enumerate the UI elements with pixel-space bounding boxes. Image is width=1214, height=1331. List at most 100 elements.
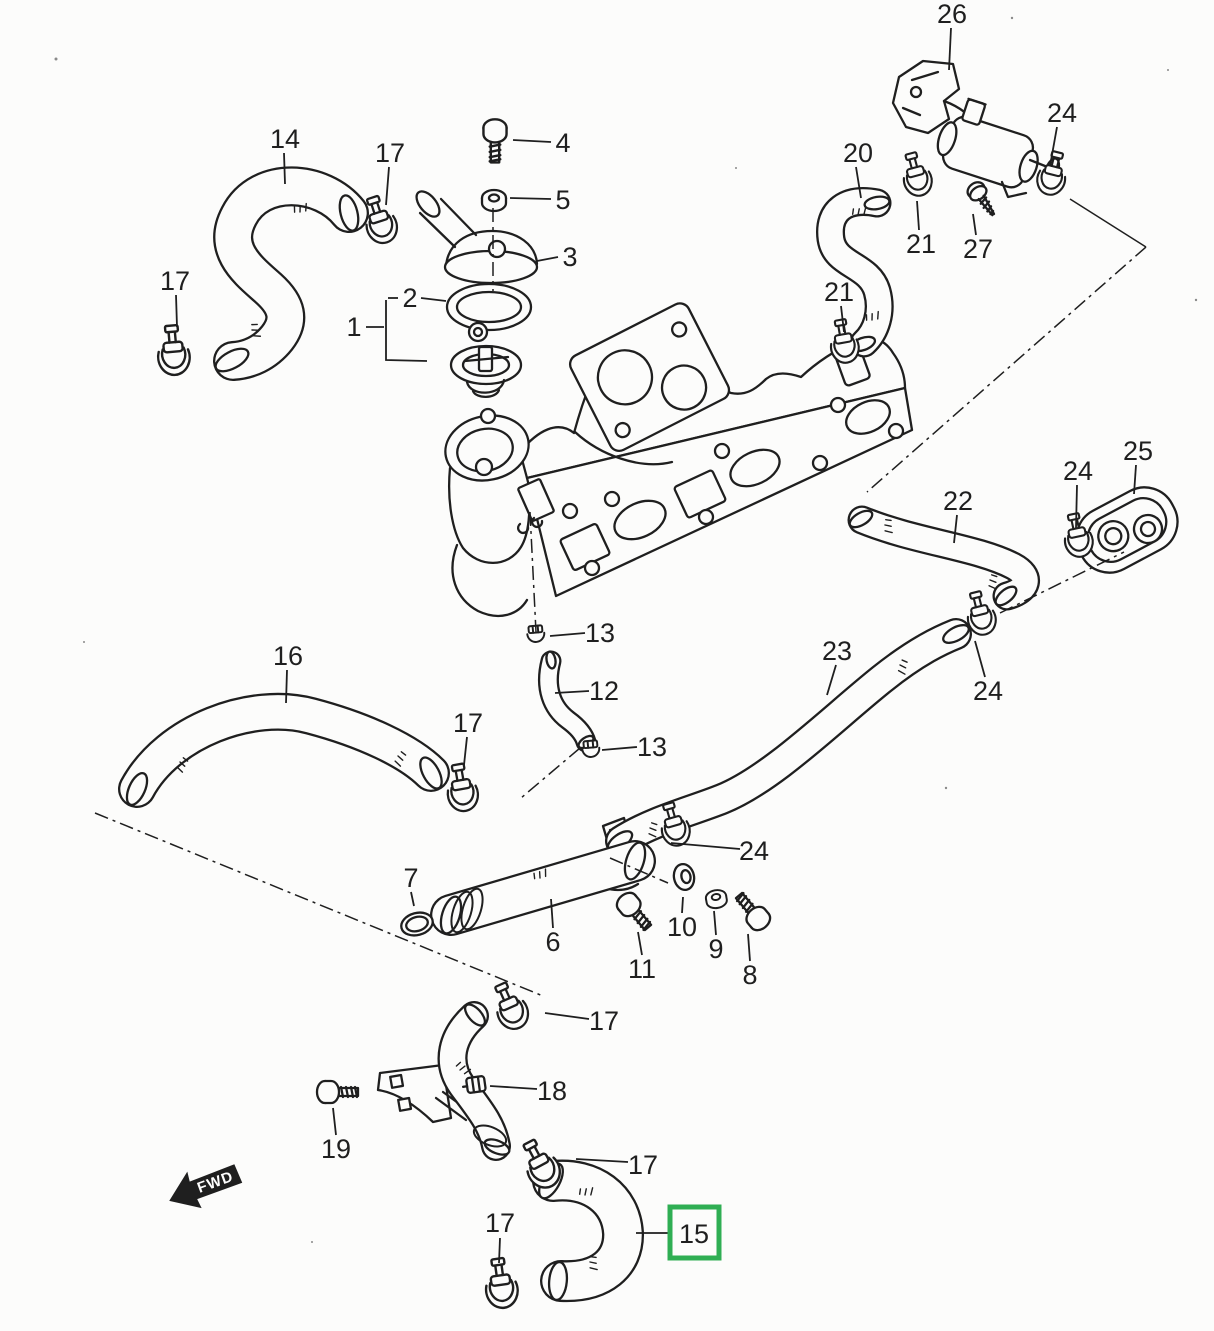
part-label-13: 13 [585,618,615,648]
leader-line [498,1237,501,1264]
hose-23 [605,618,972,857]
leader-line [747,933,751,962]
nut [480,188,508,213]
hose-22 [847,505,1040,611]
part-label-17: 17 [628,1150,658,1180]
part-label-2: 2 [402,283,417,313]
hose-clamp [896,148,937,200]
part-label-24: 24 [1063,456,1093,486]
leader-line [601,746,638,751]
leader-line [332,1107,337,1136]
part-label-5: 5 [555,185,570,215]
leader-line [972,213,977,236]
leader-line [489,1085,538,1090]
leader-line [544,1012,590,1020]
leader-line [953,514,958,544]
part-label-21: 21 [906,229,936,259]
grommet [670,861,698,893]
fwd-arrow: FWD [169,1164,243,1209]
phantom-line [609,857,669,884]
leader-line [1075,484,1078,529]
part-label-17: 17 [485,1208,515,1238]
part-label-26: 26 [937,0,967,29]
projection-line [1069,198,1147,248]
throttle-flange [568,302,731,452]
hose-clip [580,739,601,759]
part-label-1: 1 [346,312,361,342]
part-label-16: 16 [273,641,303,671]
pipe-6 [430,840,656,936]
heater-plate [1075,486,1179,574]
part-label-23: 23 [822,636,852,666]
part-label-24: 24 [1047,98,1077,128]
leader-line [840,305,845,333]
part-label-12: 12 [589,676,619,706]
hoses-and-hardware [118,118,1097,1312]
part-label-13: 13 [637,732,667,762]
hose-clamp [1032,147,1073,199]
phantom-line [520,747,581,799]
part-label-10: 10 [667,912,697,942]
leader-line [512,139,552,143]
part-label-17: 17 [375,138,405,168]
part-label-24: 24 [973,676,1003,706]
gasket [445,282,533,343]
hose-clamp [480,1255,522,1312]
intake-manifold [444,302,914,618]
phantom-lines [94,198,1147,997]
part-label-25: 25 [1123,436,1153,466]
bolt [482,118,508,164]
leader-line [826,664,837,696]
inlet-pipe-bracket [376,1063,478,1124]
part-label-21: 21 [824,277,854,307]
leader-line [536,256,559,262]
part-label-9: 9 [708,934,723,964]
leader-line [948,27,952,71]
leader-line [1133,464,1137,495]
leader-line [285,669,288,704]
leader-line [385,300,428,362]
part-label-17: 17 [160,266,190,296]
inlet-pipe [437,1001,511,1161]
nut [703,887,729,911]
hose-20 [816,187,894,358]
phantom-line [866,246,1147,493]
part-label-6: 6 [545,927,560,957]
leader-line [175,294,178,328]
part-label-18: 18 [537,1076,567,1106]
part-label-20: 20 [843,138,873,168]
leader-line [509,197,552,200]
leader-line [575,1158,629,1163]
leader-line [855,166,862,199]
part-label-7: 7 [403,863,418,893]
part-label-3: 3 [562,242,577,272]
thermostat [449,344,523,399]
part-label-17: 17 [589,1006,619,1036]
thermostat-cap [415,190,539,285]
scan-specks [54,16,1198,1243]
part-label-24: 24 [739,836,769,866]
diagram-artwork [54,16,1198,1243]
o-ring [397,908,437,940]
bolt [729,887,775,936]
hose-clamp [154,322,193,378]
part-label-19: 19 [321,1134,351,1164]
part-label-27: 27 [963,234,993,264]
leader-line [637,931,643,956]
screw [963,177,1002,221]
part-label-14: 14 [270,124,300,154]
leader-line [974,640,986,678]
leader-line [550,898,554,929]
part-label-8: 8 [742,960,757,990]
leader-line [420,297,447,302]
part-label-4: 4 [555,128,570,158]
leader-line [410,891,415,907]
hose-14 [213,166,369,381]
leader-line [681,896,684,914]
leader-line [713,910,717,936]
hose-12 [537,650,597,753]
part-label-17: 17 [453,708,483,738]
leader-line [1049,126,1058,167]
